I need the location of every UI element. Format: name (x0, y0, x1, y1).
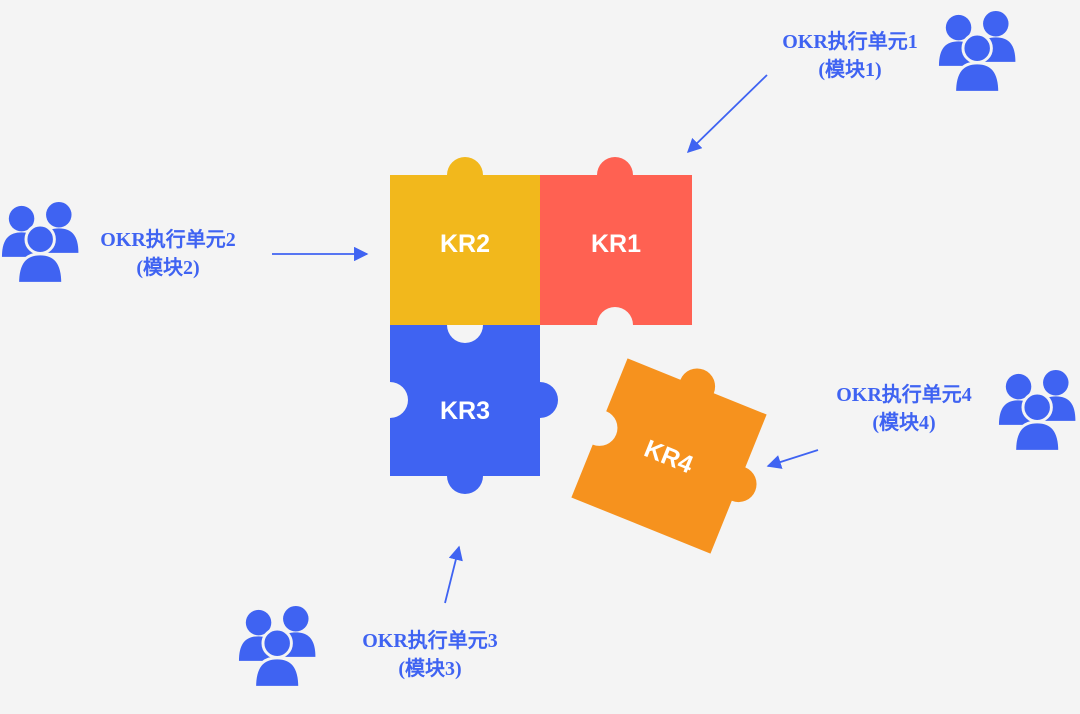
kr1-piece (540, 157, 692, 325)
unit1-title: OKR执行单元1 (782, 31, 918, 53)
kr4-piece (571, 358, 767, 554)
arrow-unit3 (444, 545, 463, 604)
kr3-piece (390, 325, 558, 494)
unit2-module: (模块2) (136, 257, 200, 279)
kr1-label: KR1 (591, 230, 641, 258)
unit2-label: OKR执行单元2 (模块2) (78, 226, 258, 282)
kr2-piece (390, 157, 540, 325)
unit1-label: OKR执行单元1 (模块1) (760, 28, 940, 84)
people-group-icon-unit4 (997, 368, 1077, 453)
arrow-unit1 (686, 74, 768, 154)
people-group-icon-unit1 (937, 9, 1017, 94)
arrow-unit4 (766, 449, 819, 469)
unit3-module: (模块3) (398, 658, 462, 680)
kr4-group: KR4 (571, 358, 767, 554)
unit4-label: OKR执行单元4 (模块4) (814, 381, 994, 437)
kr2-label: KR2 (440, 230, 490, 258)
unit4-title: OKR执行单元4 (836, 384, 972, 406)
unit1-module: (模块1) (818, 59, 882, 81)
unit2-title: OKR执行单元2 (100, 229, 236, 251)
unit3-label: OKR执行单元3 (模块3) (340, 627, 520, 683)
people-group-icon-unit3 (237, 604, 317, 689)
kr3-label: KR3 (440, 397, 490, 425)
people-group-icon-unit2 (0, 200, 80, 285)
unit4-module: (模块4) (872, 412, 936, 434)
unit3-title: OKR执行单元3 (362, 630, 498, 652)
